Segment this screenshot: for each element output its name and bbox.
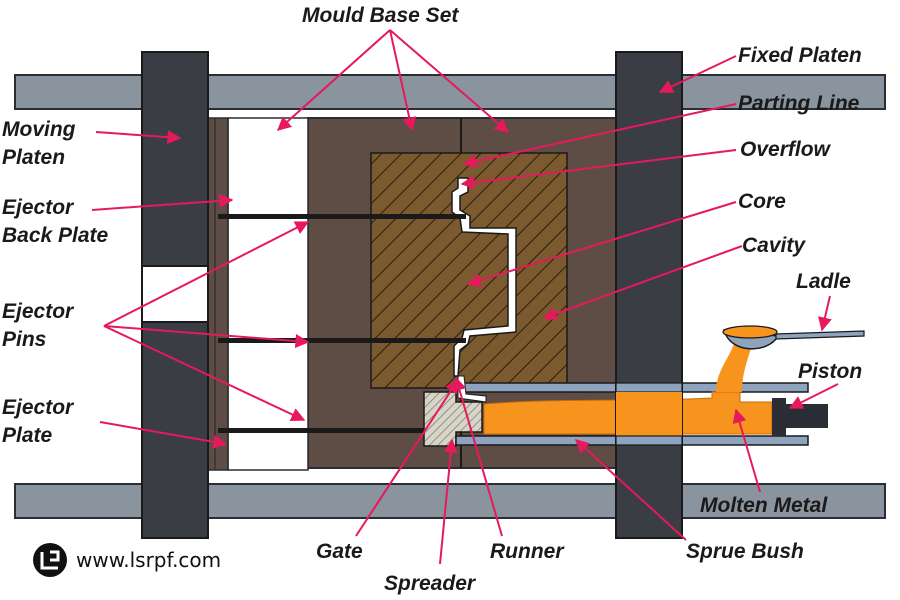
core-cavity-block [370,152,568,389]
label-ejector-plate-line2: Plate [2,424,53,447]
label-piston: Piston [798,360,862,383]
label-sprue-bush: Sprue Bush [686,540,804,563]
label-arrows [91,29,839,565]
label-core: Core [738,190,786,213]
label-overflow: Overflow [740,138,832,161]
label-spreader: Spreader [384,572,477,595]
piston-head [772,398,786,436]
label-mould-base-set: Mould Base Set [302,4,459,27]
label-ejector-plate-line1: Ejector [2,396,75,419]
ejector-pin-3 [218,428,424,433]
label-molten-metal: Molten Metal [700,494,828,517]
runner [457,375,487,403]
label-ejector-back-plate-line1: Ejector [2,196,75,219]
label-parting-line: Parting Line [738,92,860,115]
label-moving-platen-line2: Platen [2,146,65,169]
label-runner: Runner [490,540,565,563]
label-gate: Gate [316,540,363,563]
spreader [423,391,483,447]
ejector-pin-1 [218,214,466,219]
watermark-text: www.lsrpf.com [76,548,221,572]
label-ejector-pins-line1: Ejector [2,300,75,323]
label-moving-platen-line1: Moving [2,118,76,141]
label-ladle: Ladle [796,270,851,293]
label-ejector-pins-line2: Pins [2,328,46,351]
label-ejector-back-plate-line2: Back Plate [2,224,109,247]
label-cavity: Cavity [742,234,806,257]
label-fixed-platen: Fixed Platen [738,44,862,67]
moving-platen-window [141,265,209,323]
fixed-platen [615,51,683,539]
molten-pour [716,344,752,392]
watermark: www.lsrpf.com [33,543,221,577]
ejector-back-plate [206,117,229,471]
ladle-handle [775,330,865,340]
ejector-pin-2 [218,338,466,343]
